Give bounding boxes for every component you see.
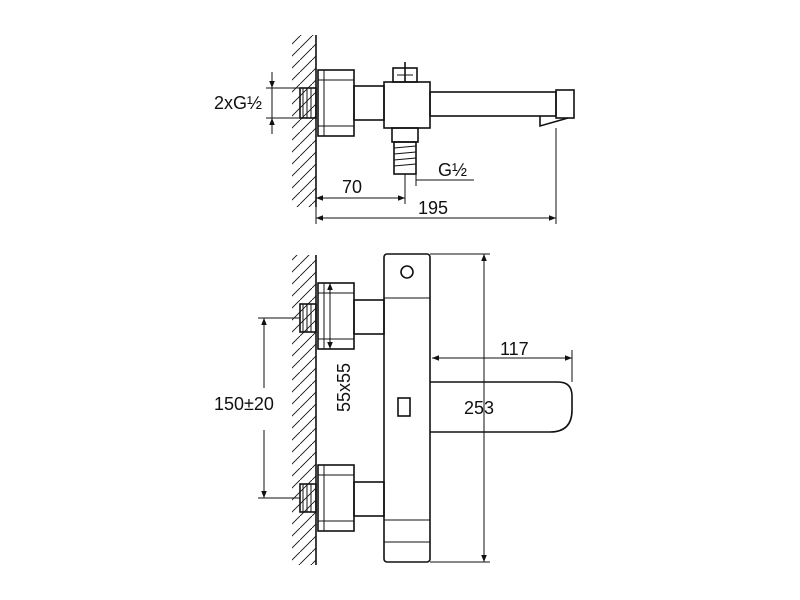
mixer-body-front [383, 253, 431, 563]
body-height-label: 253 [464, 398, 494, 418]
front-view: 150±20 55x55 117 253 [214, 253, 573, 565]
dim-spout-offset [316, 174, 406, 204]
inlet-spacing-label: 150±20 [214, 394, 274, 414]
escutcheon-top [317, 69, 385, 137]
escutcheon-size-label: 55x55 [334, 363, 354, 412]
dim-spout-projection [432, 350, 573, 382]
spout-projection-label: 117 [500, 339, 529, 359]
wall-hatch-front [292, 255, 316, 565]
inlet-thread-label: 2xG½ [214, 93, 262, 113]
dim-body-height [430, 253, 490, 563]
overall-depth-label: 195 [418, 198, 448, 218]
dim-overall-depth [315, 128, 557, 224]
diverter-icon [397, 397, 411, 417]
outlet-thread-label: G½ [438, 160, 467, 180]
spout-offset-label: 70 [342, 177, 362, 197]
spout-side [429, 89, 575, 128]
control-knob-icon [400, 265, 414, 279]
dim-inlet-thread [266, 72, 300, 134]
dim-inlet-spacing [258, 317, 300, 499]
spout-front [430, 381, 573, 433]
dim-outlet-thread [415, 174, 474, 186]
wall-hatch-top [292, 35, 316, 207]
mixer-body-side [383, 62, 431, 129]
outlet-stub [391, 127, 419, 175]
inlet-thread-top [299, 87, 317, 119]
side-view: 2xG½ G½ 70 195 [214, 35, 575, 224]
